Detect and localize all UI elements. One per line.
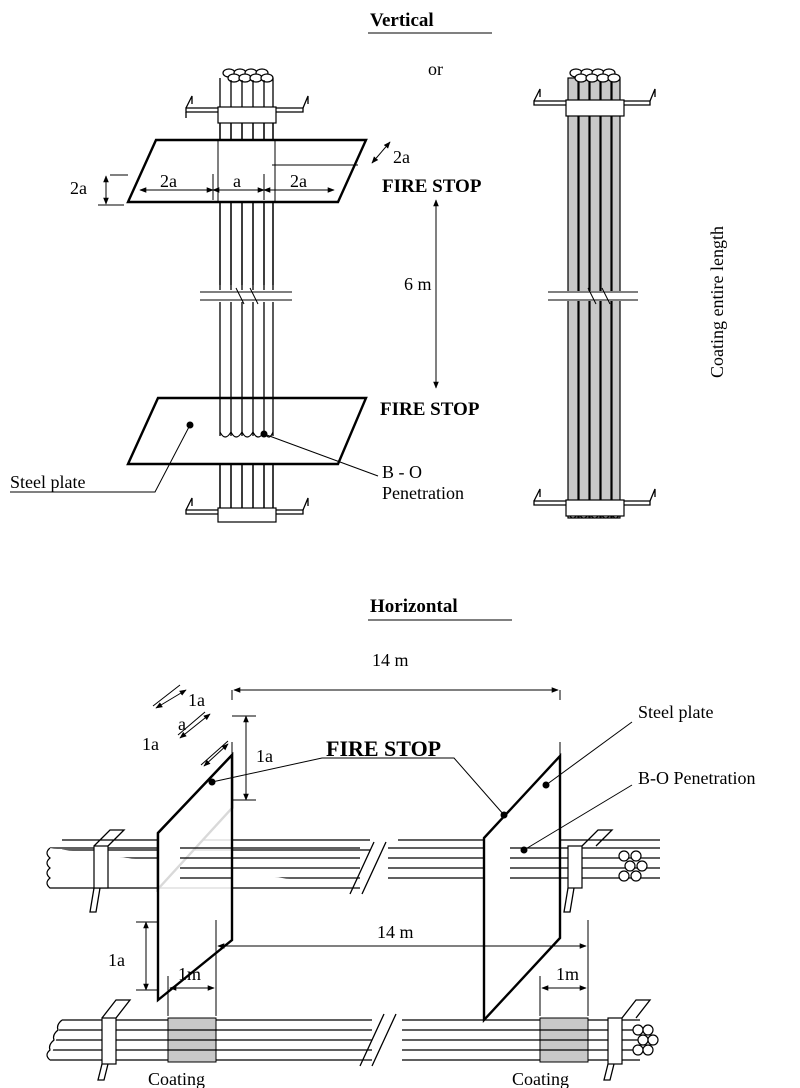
vert-steel-plate: Steel plate bbox=[10, 472, 85, 492]
vertical-fire-stop-plate-bottom bbox=[126, 396, 368, 466]
horiz-penetration: B-O Penetration bbox=[638, 768, 755, 788]
horiz-distance-top: 14 m bbox=[372, 650, 409, 670]
horizontal-clamp-right bbox=[563, 829, 614, 913]
horizontal-clamp-lower-right bbox=[603, 999, 652, 1081]
coating-label-left: Coating bbox=[148, 1069, 205, 1088]
coating-entire-length: Coating entire length bbox=[707, 226, 727, 378]
vertical-cable-bundle-coated bbox=[548, 68, 638, 519]
vert-penetration-line1: B - O bbox=[382, 462, 422, 482]
horiz-band-left: 1m bbox=[178, 964, 201, 984]
vert-dim-a: a bbox=[233, 171, 241, 191]
vert-fire-stop-bottom: FIRE STOP bbox=[380, 399, 480, 420]
vertical-clamp-bottom-coated bbox=[533, 488, 656, 517]
horiz-fire-stop: FIRE STOP bbox=[326, 736, 441, 761]
vertical-heading: Vertical bbox=[370, 10, 434, 31]
horiz-steel-plate: Steel plate bbox=[638, 702, 713, 722]
horiz-dim-1a-left: 1a bbox=[142, 734, 159, 754]
vert-dim-2a-right: 2a bbox=[393, 147, 410, 167]
horiz-dim-1a-right: 1a bbox=[256, 746, 273, 766]
vertical-fire-stop-plate-top bbox=[126, 138, 368, 204]
vertical-clamp-bottom bbox=[185, 497, 309, 523]
horizontal-fire-stop-plate-right bbox=[482, 752, 562, 1024]
vertical-clamp-top bbox=[185, 95, 309, 124]
horiz-dim-a: a bbox=[178, 714, 186, 734]
or-label: or bbox=[428, 59, 443, 79]
coating-label-right: Coating bbox=[512, 1069, 569, 1088]
horiz-dim-1a-bottom: 1a bbox=[108, 950, 125, 970]
horiz-distance-bottom: 14 m bbox=[377, 922, 414, 942]
horiz-dim-1a-top: 1a bbox=[188, 690, 205, 710]
vert-fire-stop-top: FIRE STOP bbox=[382, 176, 482, 197]
horizontal-clamp-lower-left bbox=[97, 999, 132, 1081]
vert-dim-2a-a: 2a bbox=[160, 171, 177, 191]
vertical-clamp-top-coated bbox=[533, 88, 656, 117]
vert-distance: 6 m bbox=[404, 274, 432, 294]
horizontal-clamp-left bbox=[89, 829, 126, 913]
horizontal-cable-bundle-lower bbox=[46, 1013, 659, 1067]
vert-dim-2a-b: 2a bbox=[290, 171, 307, 191]
horiz-band-right: 1m bbox=[556, 964, 579, 984]
vert-dim-2a-left: 2a bbox=[70, 178, 87, 198]
horizontal-heading: Horizontal bbox=[370, 596, 458, 617]
vert-penetration-line2: Penetration bbox=[382, 483, 464, 503]
